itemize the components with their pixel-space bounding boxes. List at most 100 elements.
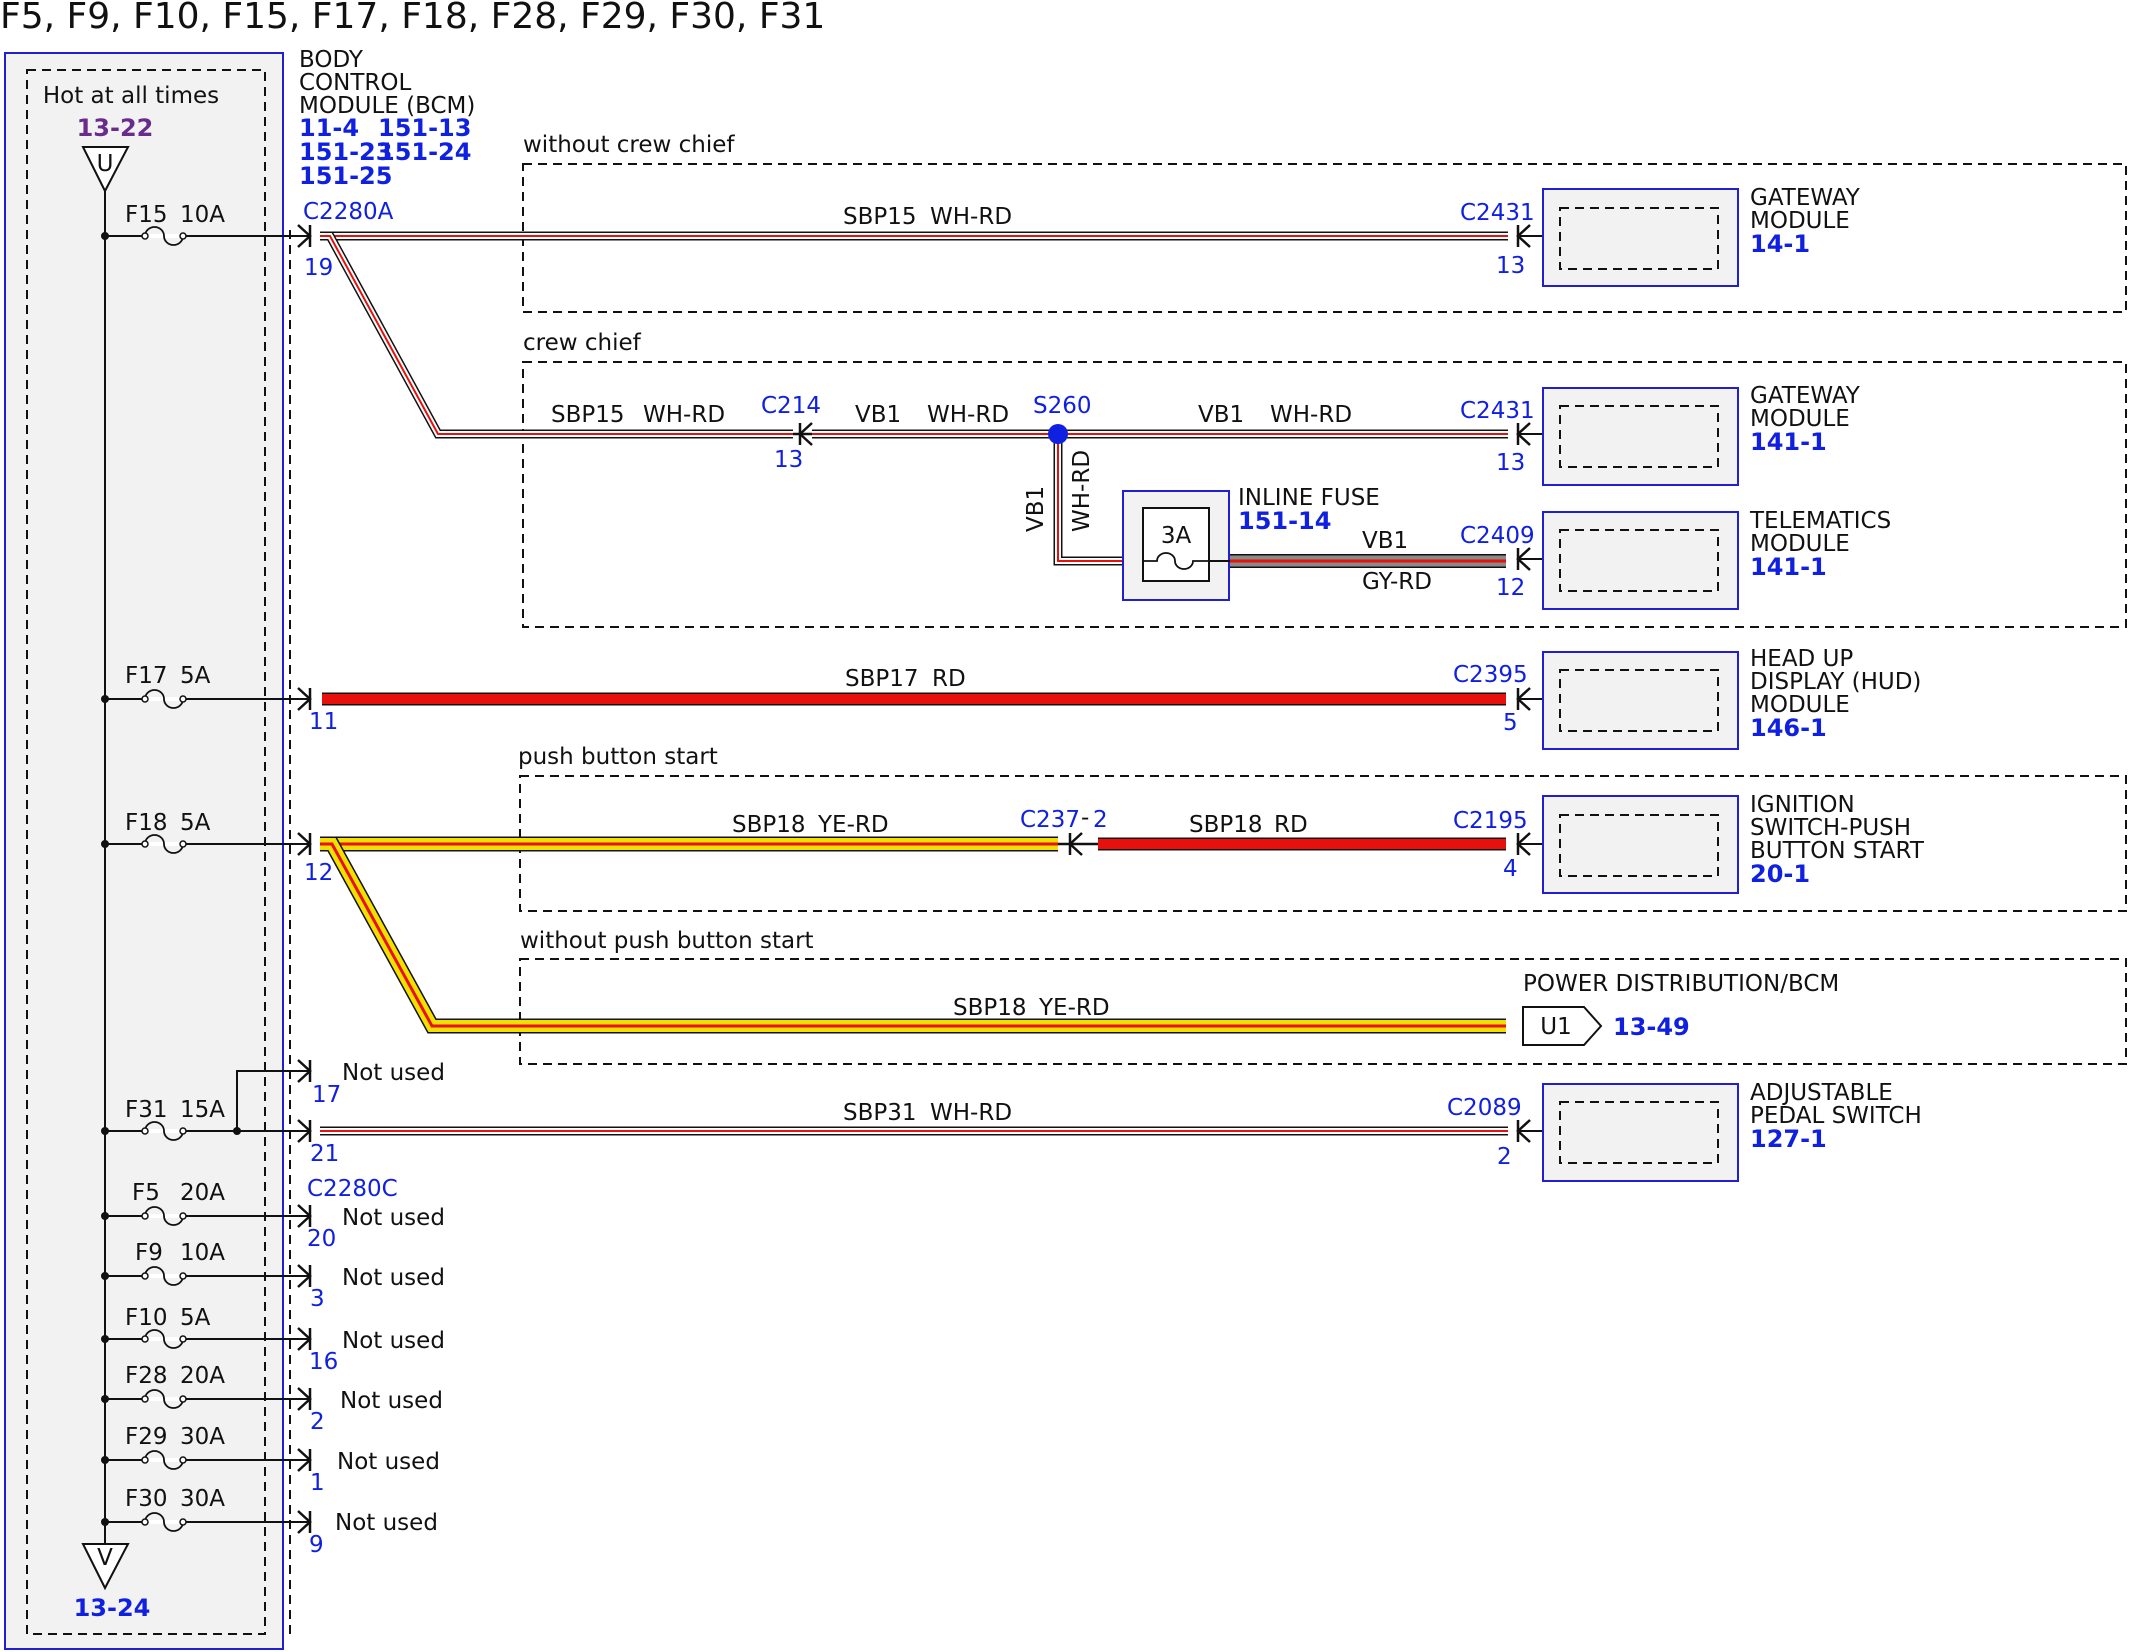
telematics-pin: 12 bbox=[1496, 575, 1525, 601]
connector-c237-dash: - bbox=[1081, 805, 1089, 831]
connector-c214: C214 13 bbox=[761, 393, 821, 473]
bcm-ref-2[interactable]: 151-13 bbox=[378, 114, 471, 142]
inline-fuse: 3A INLINE FUSE 151-14 bbox=[1122, 485, 1380, 601]
not-used-16: Not used bbox=[342, 1328, 445, 1354]
group-without-crew-chief-label: without crew chief bbox=[523, 132, 735, 158]
telematics-line-2: MODULE bbox=[1750, 531, 1850, 557]
gateway-2-pin: 13 bbox=[1496, 450, 1525, 476]
gateway-1-line-1: GATEWAY bbox=[1750, 185, 1861, 211]
gateway-1-line-2: MODULE bbox=[1750, 208, 1850, 234]
wire-vb1-a-color: WH-RD bbox=[927, 402, 1009, 428]
wire-vb1-c214-s260: VB1 WH-RD bbox=[812, 402, 1058, 439]
fuse-row-f18: F18 5A 12 bbox=[101, 810, 333, 886]
wire-sbp18-c237: SBP18 YE-RD bbox=[320, 812, 1058, 852]
hud-connector: C2395 bbox=[1453, 662, 1528, 688]
bcm-title-line-3: MODULE (BCM) bbox=[299, 93, 475, 119]
bcm-title-line-1: BODY bbox=[299, 47, 364, 73]
not-used-20: Not used bbox=[342, 1205, 445, 1231]
connector-c237-pin: 2 bbox=[1093, 807, 1108, 833]
bus-u-label: U bbox=[97, 151, 114, 177]
inline-fuse-title: INLINE FUSE bbox=[1238, 485, 1380, 511]
pin-9: 9 bbox=[309, 1532, 324, 1558]
fuse-row-f31: F31 15A Not used 17 21 bbox=[101, 1058, 445, 1167]
wire-sbp18-b-color: RD bbox=[1274, 812, 1308, 838]
bcm-ref-5[interactable]: 151-25 bbox=[299, 162, 392, 190]
pin-20: 20 bbox=[307, 1226, 336, 1252]
bus-u-symbol bbox=[81, 146, 130, 194]
hud-line-1: HEAD UP bbox=[1750, 646, 1853, 672]
hud-line-3: MODULE bbox=[1750, 692, 1850, 718]
fuse-f30-rating: 30A bbox=[180, 1486, 225, 1512]
pedal-ref[interactable]: 127-1 bbox=[1750, 1125, 1827, 1153]
wire-sbp18-a-circuit: SBP18 bbox=[732, 812, 806, 838]
pin-17: 17 bbox=[312, 1082, 341, 1108]
module-gateway-2: C2431 13 GATEWAY MODULE 141-1 bbox=[1460, 383, 1861, 486]
fuse-row-f29: F29 30A Not used 1 bbox=[101, 1424, 440, 1496]
wire-gy-rd-color: GY-RD bbox=[1362, 569, 1432, 595]
bcm-ref-1[interactable]: 11-4 bbox=[299, 114, 359, 142]
bcm-ref-3[interactable]: 151-23 bbox=[299, 138, 392, 166]
wire-sbp18-c-color: YE-RD bbox=[1038, 995, 1110, 1021]
power-distribution-ref-link[interactable]: 13-49 bbox=[1613, 1013, 1690, 1041]
ignition-line-1: IGNITION bbox=[1750, 792, 1855, 818]
inline-fuse-rating: 3A bbox=[1161, 523, 1192, 549]
hud-ref[interactable]: 146-1 bbox=[1750, 714, 1827, 742]
ignition-pin: 4 bbox=[1503, 856, 1518, 882]
gateway-2-line-1: GATEWAY bbox=[1750, 383, 1861, 409]
wire-vb1-b-circuit: VB1 bbox=[1198, 402, 1244, 428]
diagram-title: F5, F9, F10, F15, F17, F18, F28, F29, F3… bbox=[0, 0, 825, 37]
gateway-2-ref[interactable]: 141-1 bbox=[1750, 428, 1827, 456]
fuse-f29-name: F29 bbox=[125, 1424, 168, 1450]
wire-vb1-gy-rd: VB1 GY-RD bbox=[1230, 528, 1506, 595]
fuse-f17-name: F17 bbox=[125, 663, 168, 689]
wire-sbp31-pedal: SBP31 WH-RD bbox=[320, 1100, 1508, 1136]
connector-c237: C237 - 2 bbox=[1020, 805, 1108, 857]
connector-c2280c: C2280C bbox=[307, 1176, 398, 1202]
fuse-f15-name: F15 bbox=[125, 202, 168, 228]
fuse-f29-rating: 30A bbox=[180, 1424, 225, 1450]
bus-v-label: V bbox=[97, 1545, 113, 1571]
pedal-pin: 2 bbox=[1497, 1144, 1512, 1170]
pin-1: 1 bbox=[310, 1470, 325, 1496]
wire-sbp15-c214-circuit: SBP15 bbox=[551, 402, 625, 428]
bcm-ref-4[interactable]: 151-24 bbox=[378, 138, 471, 166]
connector-c2280a: C2280A bbox=[303, 199, 394, 225]
hot-ref-bottom[interactable]: 13-24 bbox=[74, 1594, 151, 1622]
wire-sbp15-c214-color: WH-RD bbox=[643, 402, 725, 428]
fuse-f9-rating: 10A bbox=[180, 1240, 225, 1266]
pin-3: 3 bbox=[310, 1286, 325, 1312]
gateway-1-ref[interactable]: 14-1 bbox=[1750, 230, 1810, 258]
group-push-button-start-label: push button start bbox=[518, 744, 718, 770]
module-gateway-1: C2431 13 GATEWAY MODULE 14-1 bbox=[1460, 185, 1861, 287]
ignition-ref[interactable]: 20-1 bbox=[1750, 860, 1810, 888]
wire-vb1-vertical-color: WH-RD bbox=[1069, 450, 1095, 532]
telematics-ref[interactable]: 141-1 bbox=[1750, 553, 1827, 581]
wire-sbp18-ignition: SBP18 RD bbox=[1098, 812, 1506, 851]
group-without-push-button-start bbox=[519, 958, 2127, 1065]
pin-2: 2 bbox=[310, 1409, 325, 1435]
fuse-row-f28: F28 20A Not used 2 bbox=[101, 1363, 443, 1435]
bcm-title-line-2: CONTROL bbox=[299, 70, 412, 96]
connector-c214-name: C214 bbox=[761, 393, 821, 419]
gateway-1-pin: 13 bbox=[1496, 253, 1525, 279]
hot-ref-top[interactable]: 13-22 bbox=[77, 114, 154, 142]
fuse-f28-rating: 20A bbox=[180, 1363, 225, 1389]
not-used-2: Not used bbox=[340, 1388, 443, 1414]
inline-connectors: C214 13 S260 C237 - 2 bbox=[761, 393, 1108, 857]
wire-sbp15-c214: SBP15 WH-RD bbox=[322, 231, 793, 439]
wire-vb1-a-circuit: VB1 bbox=[855, 402, 901, 428]
wire-sbp17-color: RD bbox=[932, 666, 966, 692]
fuse-row-f15: F15 10A 19 bbox=[101, 202, 333, 281]
pin-21: 21 bbox=[310, 1141, 339, 1167]
group-crew-chief-label: crew chief bbox=[523, 330, 642, 356]
option-groups: without crew chief crew chief push butto… bbox=[518, 132, 2127, 1065]
splice-s260-name: S260 bbox=[1033, 393, 1092, 419]
wire-sbp18-b-circuit: SBP18 bbox=[1189, 812, 1263, 838]
ignition-line-2: SWITCH-PUSH bbox=[1750, 815, 1911, 841]
pin-12: 12 bbox=[304, 860, 333, 886]
wire-vb1-to-inline-fuse: VB1 WH-RD bbox=[1023, 434, 1143, 566]
fuse-f9-name: F9 bbox=[135, 1240, 163, 1266]
telematics-connector: C2409 bbox=[1460, 523, 1535, 549]
inline-fuse-ref[interactable]: 151-14 bbox=[1238, 507, 1331, 535]
